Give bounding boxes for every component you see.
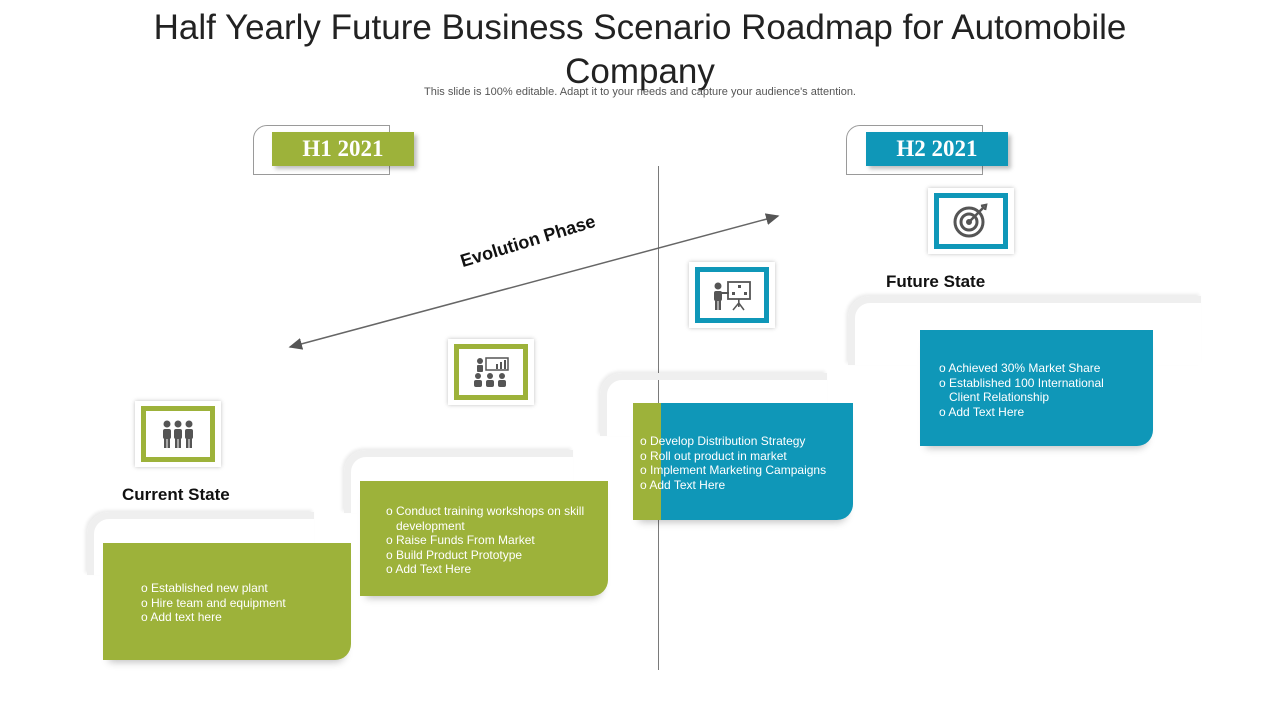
list-item: Add Text Here	[939, 405, 1129, 420]
slide-subtitle: This slide is 100% editable. Adapt it to…	[424, 86, 856, 98]
slide-title: Half Yearly Future Business Scenario Roa…	[153, 8, 1127, 91]
list-item: Implement Marketing Campaigns	[640, 463, 850, 478]
list-item: Add text here	[141, 610, 341, 625]
training-presentation-icon	[474, 357, 509, 387]
future-state-label: Future State	[886, 272, 986, 291]
list-item: Conduct training workshops on skill deve…	[386, 504, 586, 533]
presenter-chart-icon	[714, 281, 751, 311]
list-item: Established 100 International Client Rel…	[939, 376, 1129, 405]
step-1-card: Established new plant Hire team and equi…	[103, 543, 351, 660]
step-3-card: Develop Distribution Strategy Roll out p…	[633, 403, 853, 520]
step-4-bracket	[848, 296, 1201, 365]
step-4-icon-box	[928, 188, 1014, 254]
list-item: Established new plant	[141, 581, 341, 596]
h1-header-label: H1 2021	[272, 132, 414, 166]
list-item: Add Text Here	[386, 562, 586, 577]
team-icon	[163, 420, 193, 448]
current-state-label: Current State	[122, 485, 230, 504]
step-1-icon-box	[135, 401, 221, 467]
list-item: Raise Funds From Market	[386, 533, 586, 548]
target-icon	[953, 203, 988, 238]
h2-header-label: H2 2021	[866, 132, 1008, 166]
step-2-icon-box	[448, 339, 534, 405]
list-item: Develop Distribution Strategy	[640, 434, 850, 449]
step-2-bracket	[344, 450, 573, 513]
list-item: Build Product Prototype	[386, 548, 586, 563]
step-1-bracket	[87, 512, 314, 575]
list-item: Achieved 30% Market Share	[939, 361, 1129, 376]
list-item: Add Text Here	[640, 478, 850, 493]
step-2-card: Conduct training workshops on skill deve…	[360, 481, 608, 596]
step-3-icon-box	[689, 262, 775, 328]
list-item: Hire team and equipment	[141, 596, 341, 611]
step-4-card: Achieved 30% Market Share Established 10…	[920, 330, 1153, 446]
step-3-bracket	[600, 373, 827, 436]
list-item: Roll out product in market	[640, 449, 850, 464]
